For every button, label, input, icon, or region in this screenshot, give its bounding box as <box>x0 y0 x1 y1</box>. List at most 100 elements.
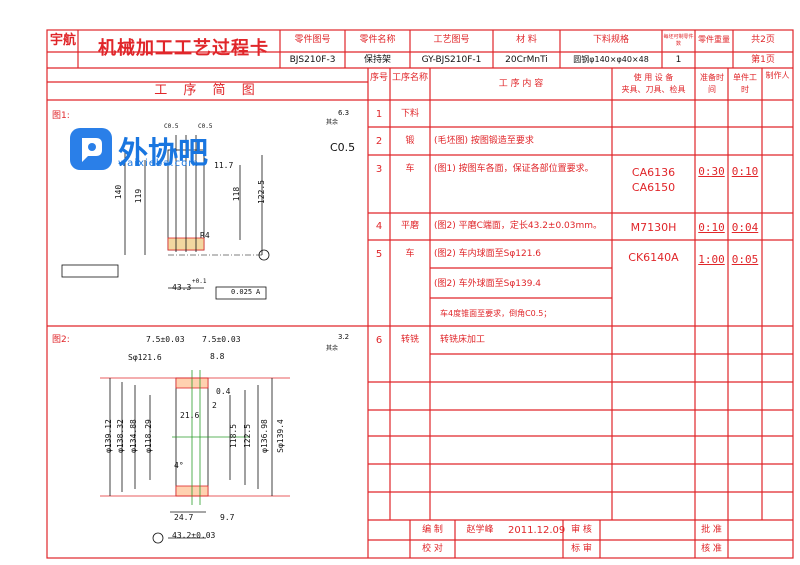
col-content: 工 序 内 容 <box>498 79 544 89</box>
col-prep: 准备时间 <box>700 73 724 94</box>
sketch-title: 工 序 简 图 <box>154 83 261 98</box>
step-5-no: 5 <box>375 249 383 260</box>
material: 20CrMnTi <box>505 55 548 65</box>
fig2-right-4: Sφ139.4 <box>275 419 285 453</box>
ratify-label: 核 准 <box>701 544 722 554</box>
fig2-right-2: 122.5 <box>243 423 253 449</box>
per-blank: 1 <box>675 55 682 65</box>
col-equipment: 使 用 设 备 夹具、刀具、检具 <box>621 73 686 94</box>
process-no-label: 工艺图号 <box>433 35 470 45</box>
watermark-brand: 外协吧 <box>118 136 208 171</box>
part-name-label: 零件名称 <box>359 35 396 45</box>
step-5-unit: 0:05 <box>731 253 759 266</box>
fig2-bottom-3: 43.2±0.03 <box>172 531 216 540</box>
process-no: GY-BJS210F-1 <box>421 55 482 65</box>
fig2-mid-4: 4° <box>174 461 184 470</box>
watermark-domain: waixieba.com <box>118 158 199 169</box>
fig2-mid-3: 2 <box>212 401 217 410</box>
total-pages: 共2页 <box>751 35 775 45</box>
step-4-name: 平磨 <box>400 221 419 231</box>
step-5-content: (图2) 车内球面至Sφ121.6 <box>434 249 542 259</box>
part-no-label: 零件图号 <box>294 35 331 45</box>
part-weight-label: 零件重量 <box>698 35 730 44</box>
fig1-tol: +0.1 <box>192 278 207 285</box>
fig2-dim-top-2: 7.5±0.03 <box>202 335 241 344</box>
step-3-equip: CA6136 CA6150 <box>631 166 676 194</box>
fig1-dim-117: 11.7 <box>214 161 234 170</box>
col-proc-name: 工序名称 <box>392 73 429 83</box>
step-4-no: 4 <box>375 221 383 232</box>
part-no: BJS210F-3 <box>289 55 336 65</box>
step-5-prep: 1:00 <box>698 253 725 266</box>
fig1-dim-433: 43.3 <box>172 283 192 292</box>
fig1-dim-c05a: C0.5 <box>164 123 179 130</box>
fig1-dim-r4: R4 <box>200 231 210 240</box>
col-seq: 序号 <box>370 73 389 83</box>
fig2-left-1: φ139.12 <box>103 419 113 453</box>
step-1-name: 下料 <box>400 109 419 119</box>
step-2-name: 锻 <box>405 136 415 146</box>
fig2-bottom-1: 24.7 <box>174 513 194 522</box>
fig1-dim-1225: 122.5 <box>257 179 267 205</box>
step-5-name: 车 <box>405 249 415 259</box>
step-3-no: 3 <box>375 164 383 175</box>
fig1-dim-c05b: C0.5 <box>198 123 213 130</box>
compile-date: 2011.12.09 <box>508 525 566 536</box>
fig2-mid-1: 21.6 <box>180 411 200 420</box>
fig1-chamfer: C0.5 <box>330 141 356 154</box>
step-4-content: (图2) 平磨C端面，定长43.2±0.03mm。 <box>434 221 603 231</box>
step-1-no: 1 <box>375 109 383 120</box>
fig1-roughness: 6.3 <box>338 109 350 117</box>
step-3-unit: 0:10 <box>731 165 759 178</box>
fig1-remaining: 其余 <box>326 119 339 126</box>
fig1-dim-119: 119 <box>134 188 144 204</box>
step-3-content: (图1) 按图车各面，保证各部位置要求。 <box>434 164 594 174</box>
col-operator: 制作人 <box>765 71 790 80</box>
step-6-name: 转铣 <box>400 335 419 345</box>
fig2-sphere: Sφ121.6 <box>128 353 162 362</box>
fig2-bottom-2: 9.7 <box>220 513 235 522</box>
step-2-content: (毛坯图) 按图锻造至要求 <box>434 136 534 146</box>
step-2-no: 2 <box>375 136 383 147</box>
per-blank-label: 每坯可制零件数 <box>663 34 694 47</box>
part-name: 保持架 <box>363 55 391 65</box>
material-label: 材 料 <box>516 35 537 45</box>
compiler: 赵学峰 <box>466 525 494 535</box>
proof-label: 校 对 <box>422 544 443 554</box>
step-5-content-2: (图2) 车外球面至Sφ139.4 <box>434 279 542 289</box>
step-3-prep: 0:30 <box>698 165 725 178</box>
logo-cn: 宇航 <box>50 33 77 48</box>
blank-spec: 圆钢φ140×φ40×48 <box>573 55 649 64</box>
fig2-roughness: 3.2 <box>338 333 350 341</box>
standard-label: 标 审 <box>571 544 592 554</box>
fig1-label: 图1: <box>52 111 70 121</box>
page-no: 第1页 <box>751 55 775 65</box>
approve-label: 批 准 <box>701 525 722 535</box>
fig2-right-3: φ136.98 <box>259 419 269 453</box>
step-5-equip: CK6140A <box>628 251 679 264</box>
fig2-left-2: φ138.32 <box>115 419 125 453</box>
fig1-flatness: 0.025 <box>231 288 253 296</box>
step-3-name: 车 <box>405 164 415 174</box>
fig2-right-1: 118.5 <box>229 423 239 449</box>
fig2-dim-top-1: 7.5±0.03 <box>146 335 185 344</box>
step-4-prep: 0:10 <box>698 221 725 234</box>
fig2-remaining: 其余 <box>326 345 339 352</box>
fig1-datum: A <box>256 288 261 296</box>
fig1-dim-118: 118 <box>232 186 242 202</box>
compile-label: 编 制 <box>422 525 443 535</box>
fig2-mid-2: 0.4 <box>216 387 231 396</box>
fig2-left-4: φ118.29 <box>143 419 153 453</box>
step-4-equip: M7130H <box>630 221 677 234</box>
fig2-dim-top-3: 8.8 <box>210 352 225 361</box>
fig1-dim-140: 140 <box>114 184 124 200</box>
step-5-content-3: 车4度锥面至要求，倒角C0.5； <box>440 309 552 318</box>
step-6-content: 转铣床加工 <box>440 335 486 345</box>
step-6-no: 6 <box>375 335 383 346</box>
step-4-unit: 0:04 <box>731 221 759 234</box>
fig2-left-3: φ134.88 <box>128 419 138 453</box>
card-title: 机械加工工艺过程卡 <box>98 38 269 59</box>
col-unit: 单件工时 <box>733 73 757 94</box>
fig2-label: 图2: <box>52 335 70 345</box>
